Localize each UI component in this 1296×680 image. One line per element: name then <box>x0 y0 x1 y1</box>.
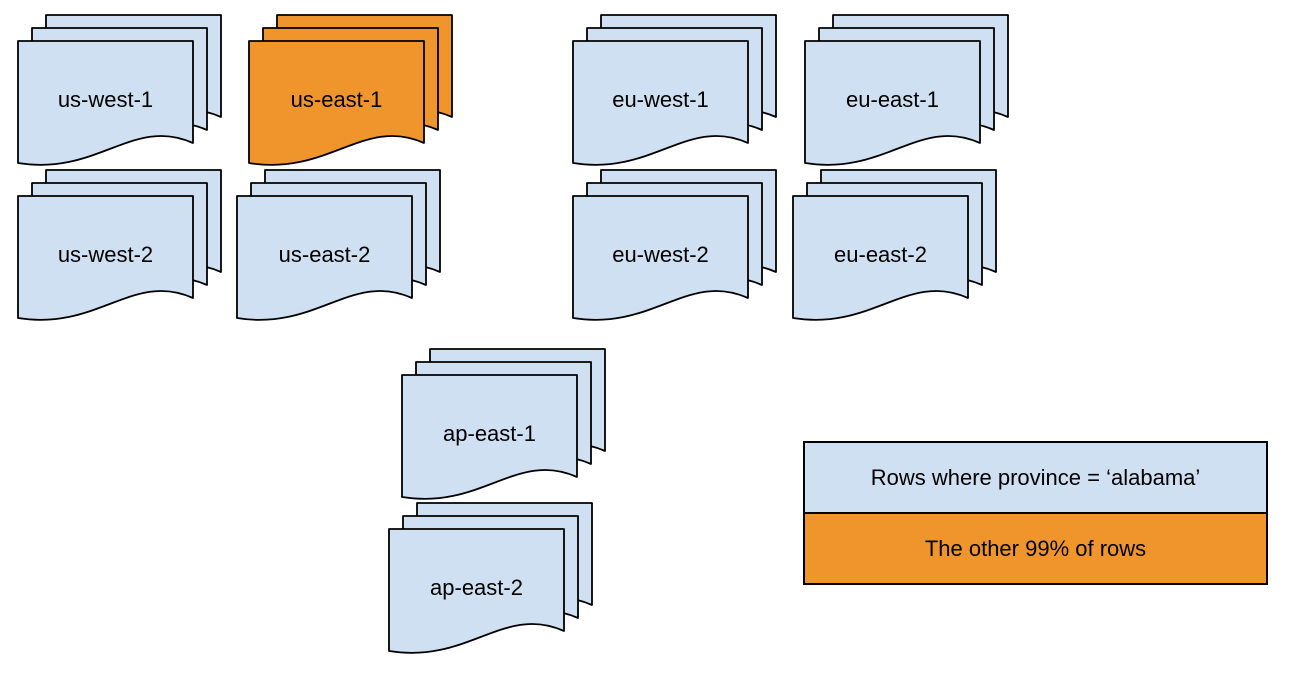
region-label: eu-east-2 <box>834 242 927 267</box>
legend: Rows where province = ‘alabama’ The othe… <box>803 441 1268 585</box>
region-stack-us-west-1: us-west-1 <box>16 13 224 169</box>
region-label: ap-east-1 <box>443 421 536 446</box>
region-stack-us-east-1: us-east-1 <box>247 13 455 169</box>
region-stack-eu-west-1: eu-west-1 <box>571 13 779 169</box>
region-stack-ap-east-2: ap-east-2 <box>387 501 595 657</box>
region-stack-us-west-2: us-west-2 <box>16 168 224 324</box>
region-label: us-east-1 <box>290 87 383 112</box>
region-stack-us-east-2: us-east-2 <box>235 168 443 324</box>
region-stack-eu-east-1: eu-east-1 <box>803 13 1011 169</box>
region-label: eu-west-1 <box>612 87 709 112</box>
region-label: eu-east-1 <box>846 87 939 112</box>
region-stack-eu-east-2: eu-east-2 <box>791 168 999 324</box>
region-label: us-west-2 <box>57 242 154 267</box>
region-stack-ap-east-1: ap-east-1 <box>400 347 608 503</box>
legend-row-alabama: Rows where province = ‘alabama’ <box>805 443 1266 514</box>
legend-row-other-rows: The other 99% of rows <box>805 514 1266 583</box>
region-label: us-east-2 <box>278 242 371 267</box>
region-label: eu-west-2 <box>612 242 709 267</box>
region-label: ap-east-2 <box>430 575 523 600</box>
region-label: us-west-1 <box>57 87 154 112</box>
region-stack-eu-west-2: eu-west-2 <box>571 168 779 324</box>
